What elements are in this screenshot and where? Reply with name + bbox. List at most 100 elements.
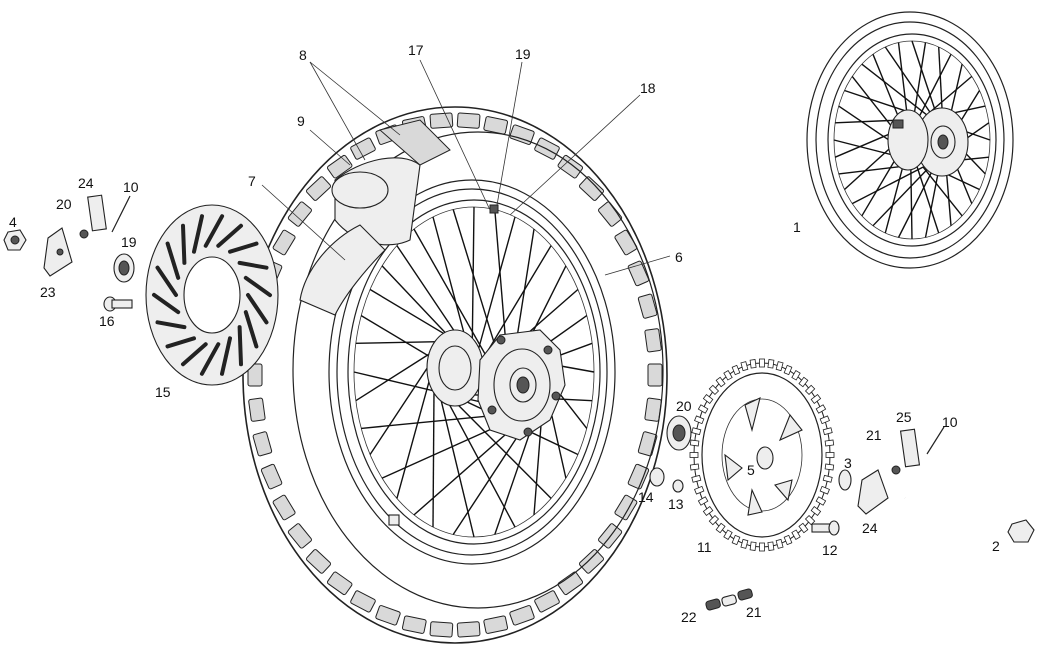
disc-vent — [243, 310, 259, 349]
sprocket-tooth — [804, 514, 816, 526]
tyre-tread-blocks — [247, 112, 663, 638]
sprocket-tooth — [689, 452, 699, 458]
sprocket-tooth — [815, 404, 827, 414]
callout-15: 15 — [155, 384, 171, 400]
tread-block — [287, 201, 312, 227]
tread-block — [557, 571, 584, 596]
bearing-20-left — [113, 253, 135, 283]
tread-block — [326, 571, 353, 596]
sprocket-tooth — [702, 506, 714, 516]
callout-25-left: 24 — [78, 175, 94, 191]
disc-vent — [155, 265, 178, 297]
assembled-wheel — [806, 11, 1014, 269]
callout-10-left: 10 — [123, 179, 139, 195]
sprocket-tooth — [723, 370, 733, 381]
tread-block — [260, 463, 283, 490]
tread-block — [429, 621, 454, 638]
sprocket-tooth — [731, 364, 741, 376]
sprocket-tooth — [691, 427, 702, 436]
spoke — [369, 356, 436, 455]
rear-hub — [426, 329, 566, 441]
callout-21-right: 21 — [866, 427, 882, 443]
sprocket-tooth — [691, 474, 702, 483]
tread-block — [534, 590, 560, 613]
tread-block — [509, 605, 535, 626]
callout-23: 22 — [681, 609, 697, 625]
sprocket-tooth — [740, 361, 749, 372]
disc-vent — [199, 342, 221, 376]
callout-20-right: 20 — [676, 398, 692, 414]
callout-11: 11 — [697, 539, 712, 555]
tread-block — [306, 176, 331, 201]
sprocket-tooth — [798, 522, 809, 534]
sprocket-tooth — [791, 370, 801, 381]
callout-17: 17 — [408, 42, 424, 58]
sprocket-tooth — [708, 384, 720, 396]
washer-21-left — [79, 229, 89, 239]
callout-18: 19 — [515, 46, 531, 62]
tread-block — [627, 463, 650, 490]
spoke — [450, 396, 552, 499]
callout-5: 5 — [747, 462, 755, 478]
tread-block — [375, 605, 401, 626]
callout-2: 2 — [992, 538, 1000, 554]
valve-part — [489, 204, 499, 214]
sprocket-tooth — [810, 394, 822, 404]
sprocket-tooth — [810, 506, 822, 516]
sprocket-tooth — [819, 485, 830, 495]
washer-21-right — [891, 465, 901, 475]
tread-block — [287, 523, 312, 549]
sprocket-tooth — [825, 452, 835, 458]
inner-tube-and-rim-tape — [299, 119, 451, 316]
bolt-10-left — [111, 195, 131, 233]
callout-10-right: 10 — [942, 414, 958, 430]
spoke — [396, 245, 460, 339]
bearing-20-right — [666, 415, 692, 451]
tread-block — [483, 615, 509, 634]
spoke — [897, 161, 938, 238]
brake-disc-vents — [152, 214, 272, 376]
sprocket-tooth — [731, 534, 741, 546]
spoke — [471, 206, 475, 350]
sprocket-tooth — [715, 376, 726, 388]
callout-1: 1 — [793, 219, 801, 235]
callout-19: 18 — [640, 80, 656, 96]
disc-vent — [155, 320, 187, 330]
right-side-parts — [649, 358, 1035, 611]
sprocket-tooth — [723, 529, 733, 540]
sprocket-tooth — [689, 439, 700, 447]
sprocket-tooth — [694, 415, 705, 425]
bolt-16 — [103, 296, 133, 312]
sprocket-tooth — [702, 394, 714, 404]
callout-16: 16 — [99, 313, 115, 329]
disc-vent — [152, 292, 181, 315]
spoke — [355, 340, 445, 344]
spoke — [910, 159, 913, 240]
disc-vent — [181, 223, 187, 265]
tread-block — [557, 154, 584, 179]
tread-block — [579, 549, 604, 574]
sprocket-tooth — [689, 463, 700, 471]
disc-vent — [203, 214, 225, 248]
tread-block — [647, 363, 663, 387]
sprocket-tooth — [822, 474, 833, 483]
sprocket-tooth — [824, 463, 835, 471]
sprocket-tooth — [767, 541, 775, 551]
callout-20-left: 19 — [121, 234, 137, 250]
callout-12: 12 — [822, 542, 838, 558]
disc-vent — [228, 241, 259, 254]
tread-block — [509, 124, 535, 145]
sprocket-tooth — [759, 358, 765, 368]
spoke — [872, 165, 932, 227]
callout-3: 3 — [844, 455, 852, 471]
spoke — [369, 288, 453, 339]
chain-link-22-23 — [705, 588, 753, 611]
disc-vent — [237, 325, 243, 367]
tread-block — [272, 494, 296, 521]
tread-block — [248, 397, 266, 422]
washer-13 — [672, 479, 684, 493]
tread-block — [627, 260, 650, 287]
chain-adjuster-24-left — [43, 227, 73, 277]
sprocket-tooth — [759, 542, 765, 552]
tread-block — [483, 116, 509, 135]
